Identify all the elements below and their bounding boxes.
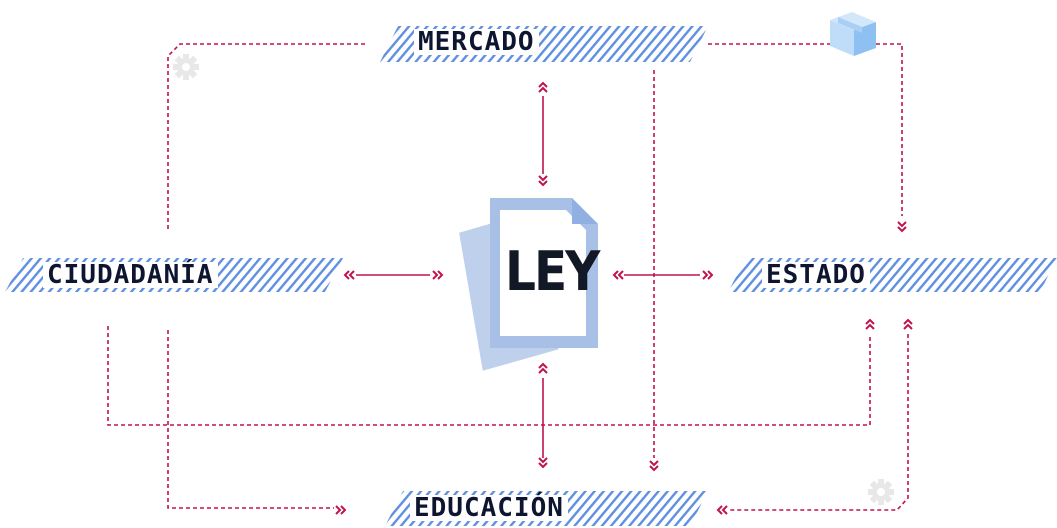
double-chevron-icon <box>343 270 355 280</box>
node-ciudadania: CIUDADANÍA <box>43 262 218 288</box>
connector-ciudadania-estado <box>107 326 871 426</box>
dashed-connectors <box>107 43 909 511</box>
double-chevron-icon <box>865 318 875 330</box>
solid-connectors <box>356 96 700 458</box>
double-chevron-icon <box>716 505 728 515</box>
document-icon <box>456 198 598 374</box>
connector-ciudadania-educacion <box>167 330 334 509</box>
double-chevron-icon <box>432 270 444 280</box>
double-chevron-icon <box>538 81 548 93</box>
double-chevron-icon <box>335 505 347 515</box>
node-estado: ESTADO <box>762 262 870 288</box>
gear-icon <box>173 54 199 80</box>
node-mercado: MERCADO <box>414 29 539 55</box>
double-chevron-icon <box>702 270 714 280</box>
double-chevron-icon <box>538 362 548 374</box>
box-icon <box>830 12 876 56</box>
double-chevron-icon <box>538 175 548 187</box>
node-ley: LEY <box>505 240 600 303</box>
connector-mercado-ciudadania <box>167 43 365 232</box>
connector-mercado-estado <box>708 43 903 216</box>
gear-icon <box>868 479 894 505</box>
double-chevron-icon <box>612 270 624 280</box>
double-chevron-icon <box>897 221 907 233</box>
double-chevron-icon <box>538 457 548 469</box>
double-chevron-icon <box>903 318 913 330</box>
double-chevron-icon <box>649 460 659 472</box>
double-chevron-icons <box>335 81 913 515</box>
node-educacion: EDUCACIÓN <box>410 495 568 521</box>
